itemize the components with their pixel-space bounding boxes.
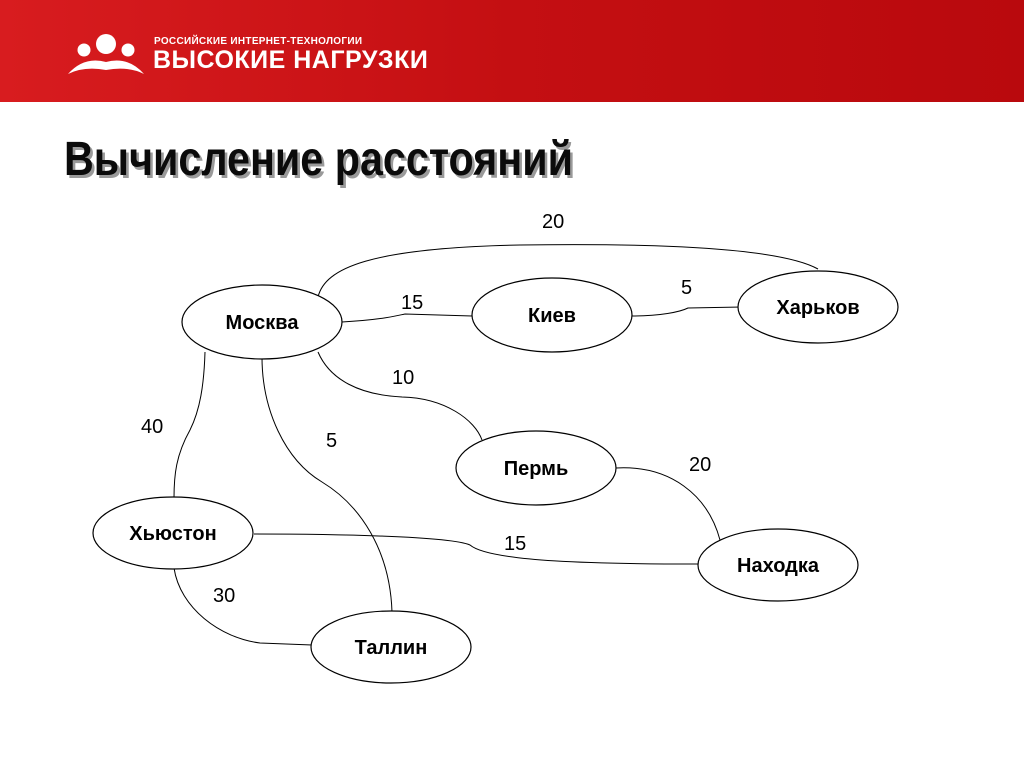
- node-label: Киев: [528, 305, 576, 327]
- edge-moscow-tallin: [261, 356, 393, 613]
- edge-moscow-kharkov: [317, 244, 819, 298]
- weight-moscow-kiev: 15: [401, 292, 423, 314]
- weight-houston-nakhodka: 15: [504, 533, 526, 555]
- brand-tagline: РОССИЙСКИЕ ИНТЕРНЕТ-ТЕХНОЛОГИИ: [154, 36, 363, 47]
- node-kiev: Киев: [471, 277, 633, 353]
- weight-moscow-perm: 10: [392, 367, 414, 389]
- edge-moscow-perm: [317, 351, 483, 441]
- node-kharkov: Харьков: [737, 270, 899, 344]
- node-label: Таллин: [355, 637, 428, 659]
- node-houston: Хьюстон: [92, 496, 254, 570]
- node-moscow: Москва: [181, 284, 343, 360]
- node-label: Находка: [737, 555, 820, 577]
- weight-houston-tallin: 30: [213, 585, 235, 607]
- weight-perm-nakhodka: 20: [689, 454, 711, 476]
- node-label: Пермь: [504, 458, 569, 480]
- node-tallin: Таллин: [310, 610, 472, 684]
- weight-moscow-tallin: 5: [326, 430, 337, 452]
- node-label: Хьюстон: [129, 523, 216, 545]
- edge-perm-nakhodka: [615, 467, 721, 541]
- edge-moscow-kiev: [341, 313, 473, 323]
- header-bar: РОССИЙСКИЕ ИНТЕРНЕТ-ТЕХНОЛОГИИ ВЫСОКИЕ Н…: [0, 0, 1024, 102]
- edge-houston-nakhodka: [253, 533, 699, 565]
- edge-weights: 20 15 5 10 40 5 20 15 30: [141, 211, 711, 607]
- weight-moscow-houston: 40: [141, 416, 163, 438]
- weight-moscow-kharkov: 20: [542, 211, 564, 233]
- node-label: Москва: [226, 312, 300, 334]
- node-perm: Пермь: [455, 430, 617, 506]
- node-label: Харьков: [776, 297, 859, 319]
- edge-houston-tallin: [173, 567, 313, 646]
- brand-name: ВЫСОКИЕ НАГРУЗКИ: [153, 46, 429, 74]
- edge-moscow-houston: [173, 351, 206, 499]
- weight-kiev-kharkov: 5: [681, 277, 692, 299]
- edge-kiev-kharkov: [631, 306, 743, 317]
- people-logo-icon: [68, 34, 144, 74]
- edges: [173, 244, 819, 646]
- slide-title: Вычисление расстояний: [64, 133, 573, 186]
- node-nakhodka: Находка: [697, 528, 859, 602]
